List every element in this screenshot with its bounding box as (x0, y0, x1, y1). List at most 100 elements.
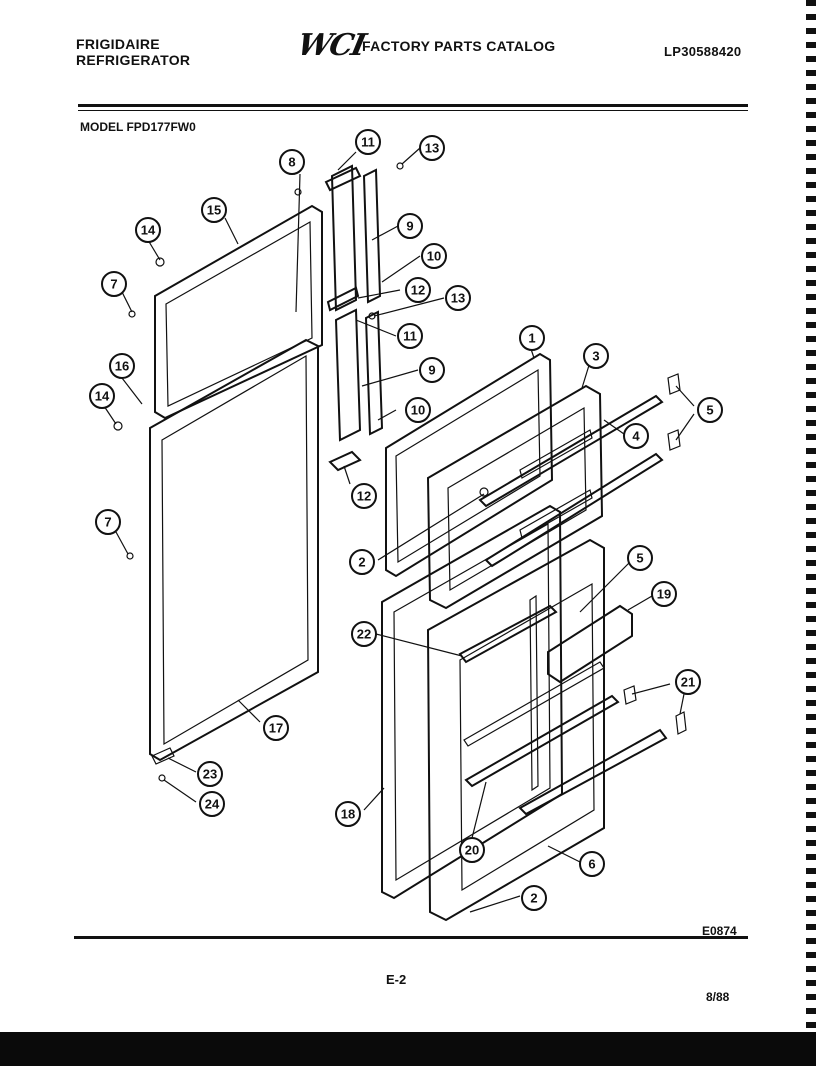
callout-c9b: 9 (419, 357, 445, 383)
callout-number: 14 (141, 223, 156, 238)
callout-c5b: 5 (627, 545, 653, 571)
callout-number: 24 (205, 797, 220, 812)
callout-c14a: 14 (135, 217, 161, 243)
callout-circle (89, 383, 115, 409)
callout-circle (627, 545, 653, 571)
callout-c14b: 14 (89, 383, 115, 409)
callout-circle (199, 791, 225, 817)
callout-circle (279, 149, 305, 175)
callout-number: 11 (361, 135, 375, 150)
catalog-number: LP30588420 (664, 44, 742, 59)
product-type: REFRIGERATOR (76, 52, 191, 68)
callout-circle (445, 285, 471, 311)
callout-number: 9 (428, 363, 435, 378)
callout-number: 2 (358, 555, 365, 570)
callout-circle (349, 549, 375, 575)
footer-rule (74, 936, 748, 939)
callout-circle (355, 129, 381, 155)
catalog-title: FACTORY PARTS CATALOG (362, 38, 556, 54)
small-hardware (113, 162, 687, 782)
model-number: MODEL FPD177FW0 (80, 120, 196, 134)
callout-circle (95, 509, 121, 535)
callout-number: 4 (632, 429, 640, 444)
callout-number: 7 (110, 277, 117, 292)
header-rule-thin (78, 110, 748, 111)
print-date: 8/88 (706, 990, 730, 1004)
callout-number: 10 (427, 249, 441, 264)
callout-c3: 3 (583, 343, 609, 369)
page-number: E-2 (386, 972, 407, 987)
callout-number: 11 (403, 329, 417, 344)
door-shelves (463, 661, 668, 816)
callout-number: 3 (592, 349, 599, 364)
callout-c13a: 13 (419, 135, 445, 161)
callout-c23: 23 (197, 761, 223, 787)
callout-c2a: 2 (349, 549, 375, 575)
callout-circle (675, 669, 701, 695)
dairy-bin (458, 604, 633, 684)
callout-c7b: 7 (95, 509, 121, 535)
callout-circle (397, 213, 423, 239)
callout-c21: 21 (675, 669, 701, 695)
callout-circle (459, 837, 485, 863)
callout-circle (397, 323, 423, 349)
freezer-gasket (385, 352, 554, 578)
callout-c12b: 12 (351, 483, 377, 509)
callout-number: 5 (706, 403, 713, 418)
callout-c2b: 2 (521, 885, 547, 911)
callout-circle (101, 271, 127, 297)
leader-lines (103, 147, 695, 913)
callout-c12a: 12 (405, 277, 431, 303)
callout-circle (197, 761, 223, 787)
freezer-door-frame (154, 204, 323, 420)
callout-circle (135, 217, 161, 243)
callout-number: 19 (657, 587, 671, 602)
callout-number: 14 (95, 389, 110, 404)
callout-circle (651, 581, 677, 607)
callout-number: 6 (588, 857, 595, 872)
callout-circle (405, 277, 431, 303)
scan-edge (806, 0, 816, 1032)
callout-circle (263, 715, 289, 741)
callout-number: 21 (681, 675, 695, 690)
callout-c20: 20 (459, 837, 485, 863)
callout-c9a: 9 (397, 213, 423, 239)
callout-c18: 18 (335, 801, 361, 827)
callout-circle (421, 243, 447, 269)
callout-c10b: 10 (405, 397, 431, 423)
callout-number: 18 (341, 807, 355, 822)
callout-circle (419, 357, 445, 383)
callout-circle (201, 197, 227, 223)
callout-number: 2 (530, 891, 537, 906)
callout-c11b: 11 (397, 323, 423, 349)
callout-c24: 24 (199, 791, 225, 817)
callout-number: 12 (357, 489, 371, 504)
callout-number: 9 (406, 219, 413, 234)
callout-c22: 22 (351, 621, 377, 647)
callout-number: 16 (115, 359, 129, 374)
callout-circle (419, 135, 445, 161)
fresh-food-door-frame (149, 338, 319, 762)
freezer-shelf-rails (478, 394, 664, 568)
callout-number: 13 (451, 291, 465, 306)
upper-handle-parts (324, 164, 382, 312)
callout-number: 13 (425, 141, 439, 156)
callout-c6: 6 (579, 851, 605, 877)
callout-c17: 17 (263, 715, 289, 741)
callout-circle (405, 397, 431, 423)
callout-c10a: 10 (421, 243, 447, 269)
callout-c11a: 11 (355, 129, 381, 155)
callout-circle (351, 621, 377, 647)
callout-circle (351, 483, 377, 509)
callout-circle (519, 325, 545, 351)
callout-c7a: 7 (101, 271, 127, 297)
callout-number: 20 (465, 843, 479, 858)
callout-c19: 19 (651, 581, 677, 607)
callout-circle (335, 801, 361, 827)
callout-number: 23 (203, 767, 217, 782)
callout-number: 8 (288, 155, 295, 170)
fresh-food-inner-liner (426, 538, 605, 922)
callout-number: 10 (411, 403, 425, 418)
callout-labels: 1223455677899101011111212131314141516171… (89, 129, 723, 911)
